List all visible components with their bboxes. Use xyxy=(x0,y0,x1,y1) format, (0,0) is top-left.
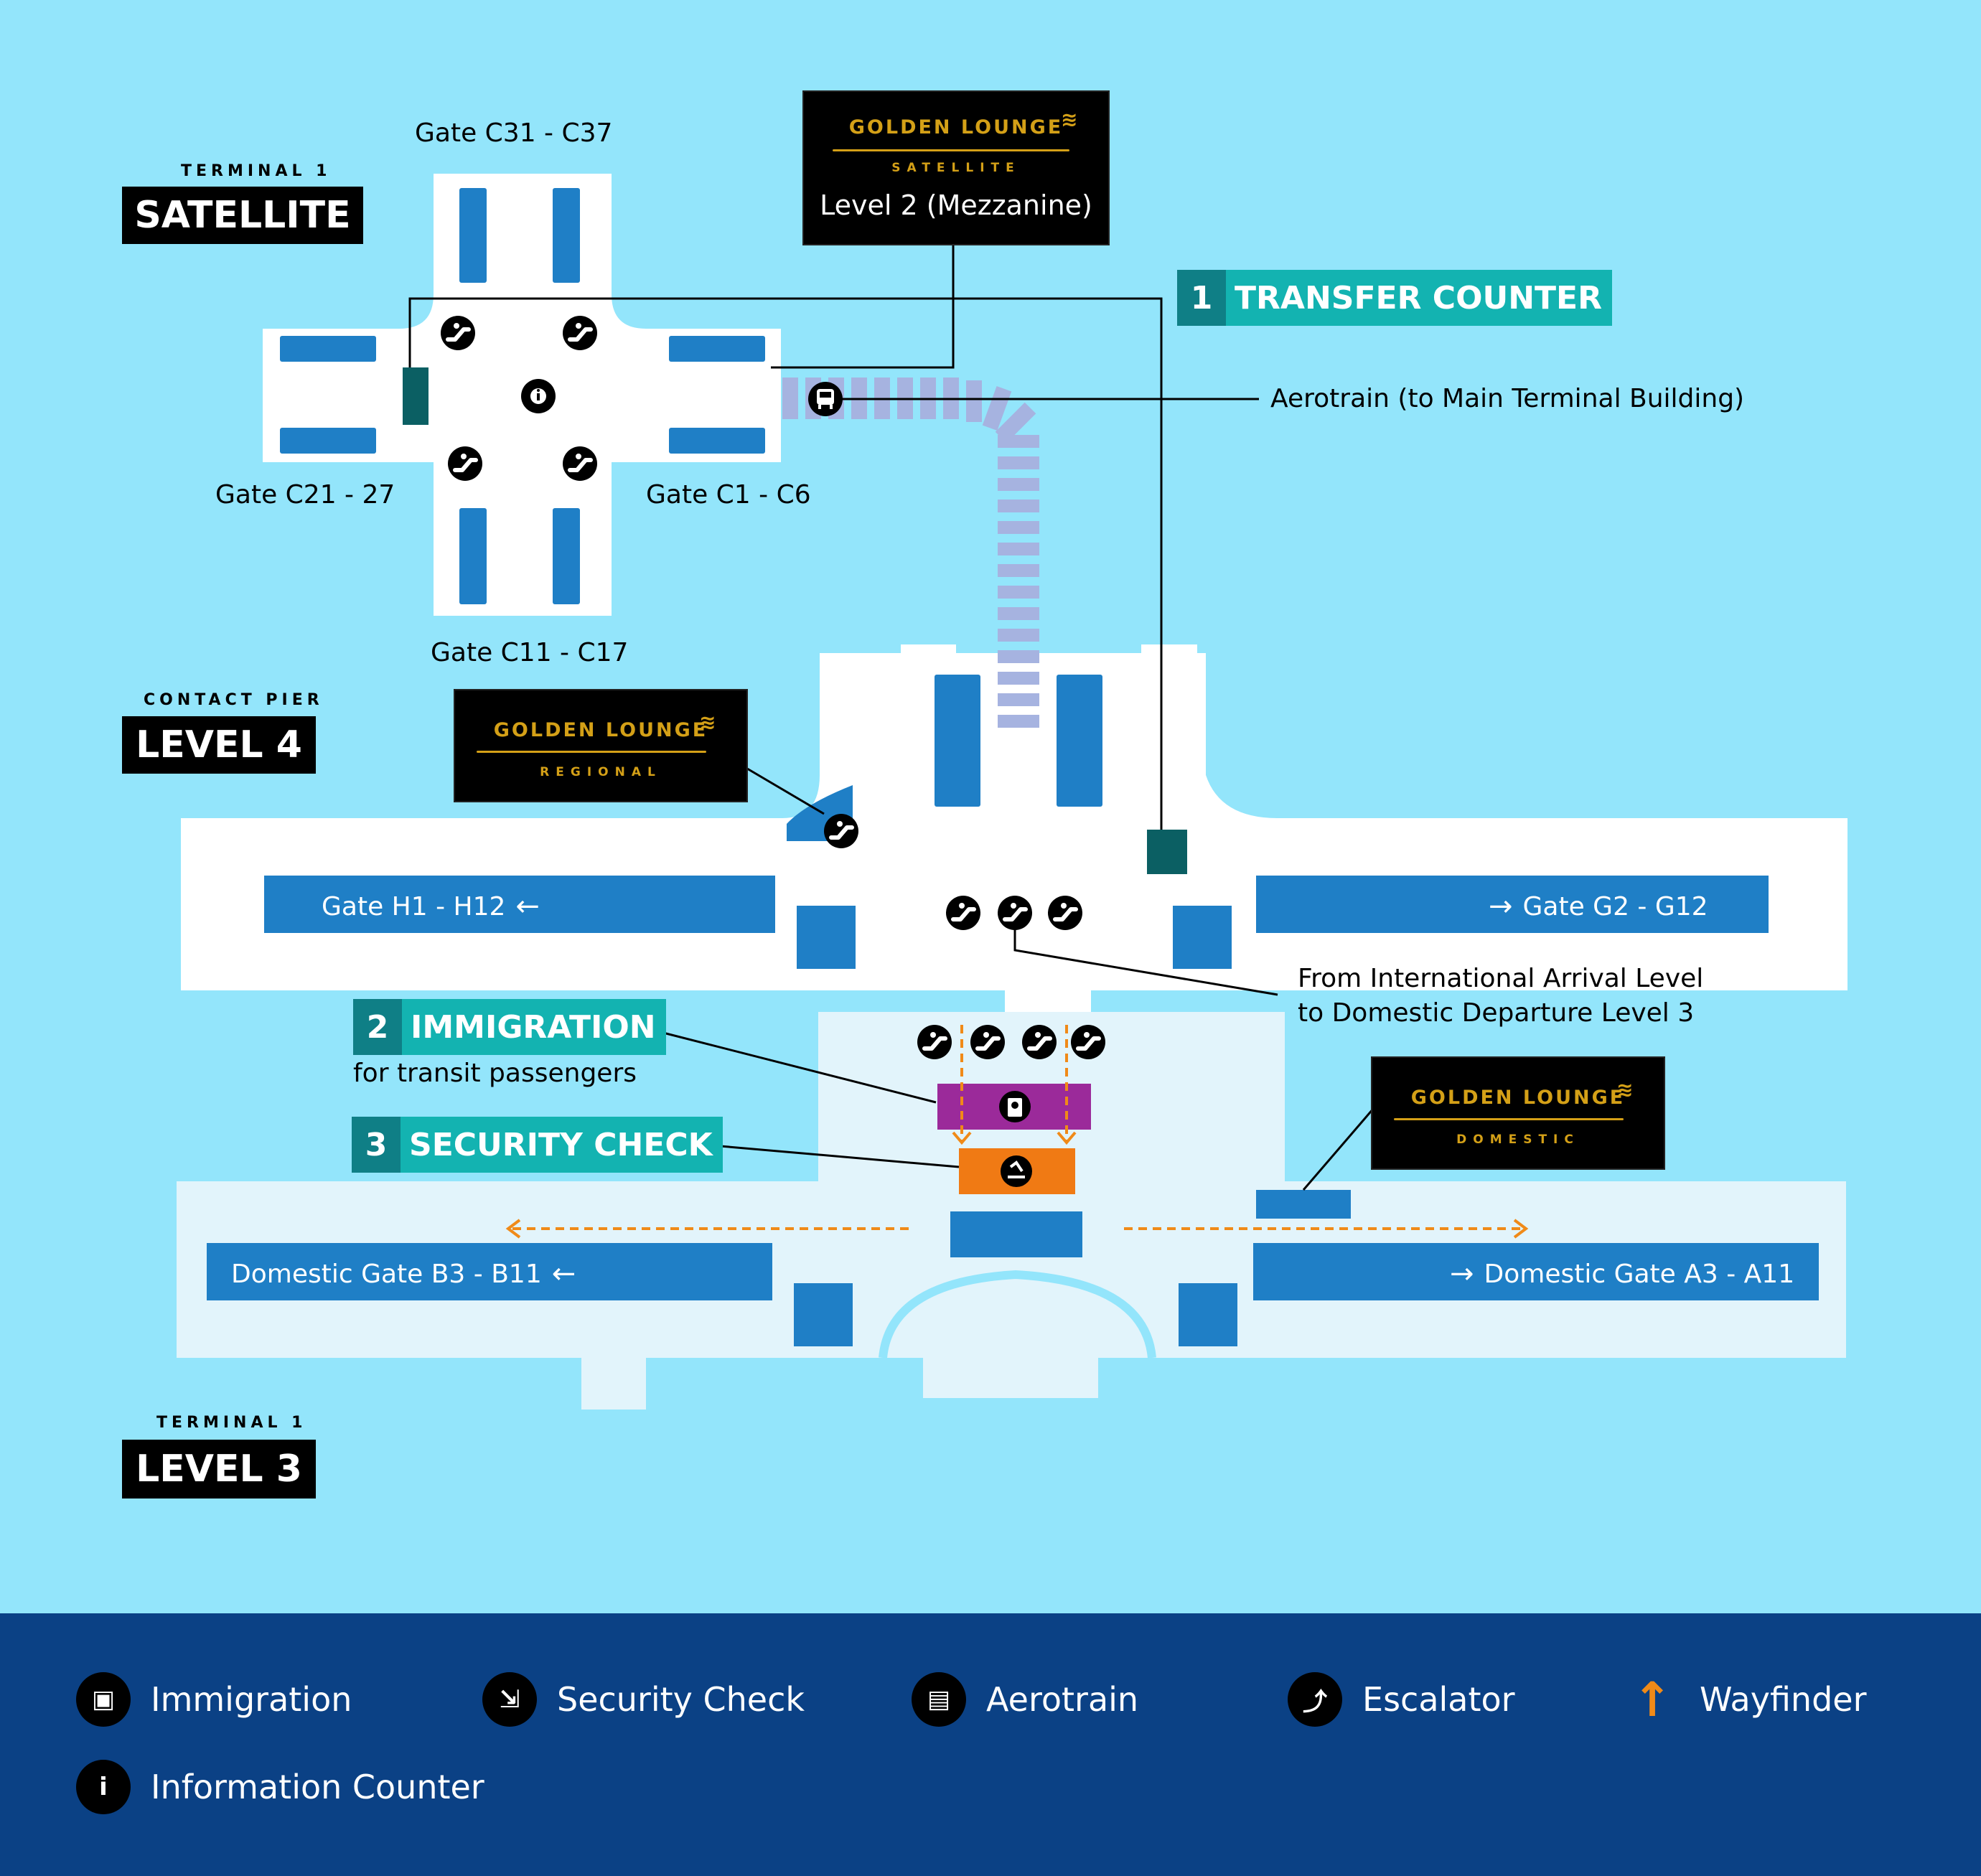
lounge-sub: DOMESTIC xyxy=(1456,1132,1580,1147)
legend-escalator: ⤴ Escalator xyxy=(1288,1672,1515,1727)
level4-title: LEVEL 4 xyxy=(122,716,316,774)
legend-security: ⇲ Security Check xyxy=(482,1672,805,1727)
lounge-sub: REGIONAL xyxy=(540,765,662,779)
train-icon: ▤ xyxy=(912,1672,966,1727)
passport-icon: ▣ xyxy=(76,1672,131,1727)
wayfinder-arrowheads xyxy=(505,1131,1529,1239)
escalator-icon xyxy=(970,1025,1005,1059)
lounge-brand: GOLDEN LOUNGE xyxy=(493,719,708,741)
arrow-left-icon: ← xyxy=(515,890,540,923)
step-number: 2 xyxy=(353,999,402,1055)
level3-blocks xyxy=(207,1190,1819,1346)
passport-icon xyxy=(999,1091,1031,1122)
arrow-left-icon: ← xyxy=(551,1257,576,1290)
legend-panel: ▣ Immigration ⇲ Security Check ▤ Aerotra… xyxy=(0,1613,1981,1876)
transfer-counter-level4 xyxy=(1147,830,1187,874)
escalator-icon xyxy=(1071,1025,1105,1059)
arrow-right-icon: → xyxy=(1450,1257,1474,1290)
satellite-title: SATELLITE xyxy=(122,187,363,244)
lounge-brand: GOLDEN LOUNGE xyxy=(1410,1087,1626,1109)
lounge-swoosh xyxy=(1394,1118,1624,1120)
gate-label-north: Gate C31 - C37 xyxy=(415,118,613,148)
escalator-icon xyxy=(563,446,597,481)
callout-lines xyxy=(408,243,1375,1191)
step-label: TRANSFER COUNTER xyxy=(1226,270,1612,326)
info-icon xyxy=(521,379,556,413)
security-scan-icon xyxy=(1001,1155,1032,1187)
gate-a-label: → Domestic Gate A3 - A11 xyxy=(1450,1257,1794,1290)
step-number: 3 xyxy=(352,1117,401,1173)
arrow-right-icon: → xyxy=(1489,890,1513,923)
gate-g-text: Gate G2 - G12 xyxy=(1522,891,1708,921)
escalator-icon xyxy=(1048,896,1082,930)
level4-blocks xyxy=(264,675,1769,969)
step-number: 1 xyxy=(1177,270,1226,326)
level3-title: LEVEL 3 xyxy=(122,1440,316,1499)
escalator-icon xyxy=(946,896,980,930)
transfer-counter-satellite xyxy=(403,367,428,425)
gate-label-south: Gate C11 - C17 xyxy=(431,638,629,667)
golden-lounge-domestic: GOLDEN LOUNGE ≋ DOMESTIC xyxy=(1371,1056,1665,1170)
gate-g-label: → Gate G2 - G12 xyxy=(1489,890,1708,923)
aerotrain-callout: Aerotrain (to Main Terminal Building) xyxy=(1270,384,1745,413)
golden-lounge-satellite: GOLDEN LOUNGE ≋ SATELLITE Level 2 (Mezza… xyxy=(802,90,1110,245)
legend-immigration-label: Immigration xyxy=(151,1680,352,1719)
escalator-icon xyxy=(448,446,482,481)
immigration-note: for transit passengers xyxy=(353,1059,637,1088)
step-security-check: 3 SECURITY CHECK xyxy=(352,1117,723,1173)
gate-label-east: Gate C1 - C6 xyxy=(646,480,811,510)
legend-wayfinder: ↑ Wayfinder xyxy=(1625,1671,1867,1727)
legend-information-label: Information Counter xyxy=(151,1768,484,1806)
gate-label-west: Gate C21 - 27 xyxy=(215,480,395,510)
security-scan-icon: ⇲ xyxy=(482,1672,537,1727)
escalator-callout-line2: to Domestic Departure Level 3 xyxy=(1298,998,1695,1028)
step-transfer-counter: 1 TRANSFER COUNTER xyxy=(1177,270,1612,326)
lounge-logo-icon: ≋ xyxy=(699,710,716,734)
level4-pier-tag: CONTACT PIER xyxy=(144,691,324,709)
lounge-logo-icon: ≋ xyxy=(1616,1078,1634,1102)
lounge-logo-icon: ≋ xyxy=(1061,108,1078,131)
escalator-icon: ⤴ xyxy=(1288,1672,1342,1727)
escalator-icon xyxy=(441,316,475,350)
step-label: SECURITY CHECK xyxy=(401,1117,723,1173)
lounge-sub: SATELLITE xyxy=(891,161,1021,175)
satellite-gate-blocks xyxy=(280,188,765,604)
gate-b-label: Domestic Gate B3 - B11 ← xyxy=(231,1257,576,1290)
legend-immigration: ▣ Immigration xyxy=(76,1672,352,1727)
legend-escalator-label: Escalator xyxy=(1362,1680,1515,1719)
gate-h-label: Gate H1 - H12 ← xyxy=(322,890,540,923)
legend-aerotrain: ▤ Aerotrain xyxy=(912,1672,1138,1727)
gate-b-text: Domestic Gate B3 - B11 xyxy=(231,1259,542,1289)
level3-terminal-tag: TERMINAL 1 xyxy=(156,1414,307,1432)
wayfinder-arrows xyxy=(510,1025,1525,1230)
escalator-icon xyxy=(998,896,1032,930)
escalator-icon xyxy=(1022,1025,1057,1059)
legend-information: i Information Counter xyxy=(76,1760,484,1814)
legend-aerotrain-label: Aerotrain xyxy=(986,1680,1139,1719)
lounge-swoosh xyxy=(477,751,706,753)
escalator-callout-line1: From International Arrival Level xyxy=(1298,964,1704,993)
gate-h-text: Gate H1 - H12 xyxy=(322,891,506,921)
arrow-up-icon: ↑ xyxy=(1632,1671,1672,1727)
escalator-icon xyxy=(824,814,858,848)
legend-wayfinder-label: Wayfinder xyxy=(1700,1680,1867,1719)
info-icon: i xyxy=(76,1760,131,1814)
train-icon xyxy=(808,382,843,416)
escalator-icon xyxy=(917,1025,952,1059)
step-label: IMMIGRATION xyxy=(402,999,666,1055)
lounge-brand: GOLDEN LOUNGE xyxy=(848,116,1064,139)
satellite-terminal-tag: TERMINAL 1 xyxy=(181,162,332,180)
legend-security-label: Security Check xyxy=(557,1680,805,1719)
golden-lounge-regional: GOLDEN LOUNGE ≋ REGIONAL xyxy=(454,689,748,802)
lounge-swoosh xyxy=(833,149,1069,151)
lounge-level: Level 2 (Mezzanine) xyxy=(820,189,1092,221)
gate-a-text: Domestic Gate A3 - A11 xyxy=(1484,1259,1795,1289)
step-immigration: 2 IMMIGRATION xyxy=(353,999,666,1055)
escalator-icon xyxy=(563,316,597,350)
